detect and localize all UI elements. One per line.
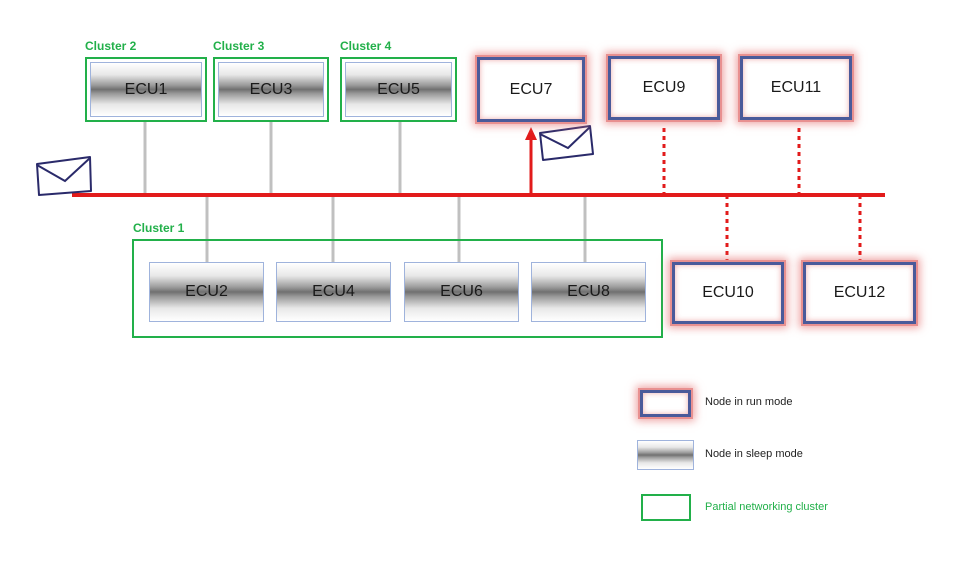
legend-sleep-label: Node in sleep mode <box>705 448 803 460</box>
ecu12-label: ECU12 <box>833 284 886 301</box>
cluster-1-label: Cluster 1 <box>133 221 185 235</box>
ecu11-label: ECU11 <box>770 79 822 96</box>
envelope-icon <box>539 125 594 161</box>
wake-arrow-head <box>525 127 537 140</box>
legend-cluster-swatch <box>641 494 691 521</box>
ecu6-label: ECU6 <box>440 283 483 300</box>
cluster-2-box <box>85 57 207 122</box>
ecu8-node[interactable]: ECU8 <box>531 262 646 322</box>
ecu1-node[interactable]: ECU1 <box>90 62 202 117</box>
ecu5-label: ECU5 <box>377 80 420 98</box>
ecu9-label: ECU9 <box>642 79 686 96</box>
ecu5-node[interactable]: ECU5 <box>345 62 452 117</box>
cluster-4-label: Cluster 4 <box>340 39 392 53</box>
ecu4-label: ECU4 <box>312 283 355 300</box>
cluster-3-label: Cluster 3 <box>213 39 265 53</box>
ecu2-node[interactable]: ECU2 <box>149 262 264 322</box>
ecu9-node[interactable]: ECU9 <box>608 56 720 120</box>
cluster-2-label: Cluster 2 <box>85 39 137 53</box>
ecu1-label: ECU1 <box>124 80 168 98</box>
ecu7-label: ECU7 <box>509 80 553 98</box>
legend-cluster-label: Partial networking cluster <box>705 501 828 513</box>
ecu7-node[interactable]: ECU7 <box>477 57 585 122</box>
legend-sleep-swatch <box>637 440 694 470</box>
ecu2-label: ECU2 <box>185 283 228 300</box>
cluster-3-box <box>213 57 329 122</box>
ecu10-label: ECU10 <box>702 284 754 301</box>
ecu3-label: ECU3 <box>249 80 293 98</box>
cluster-1-box <box>132 239 663 338</box>
ecu4-node[interactable]: ECU4 <box>276 262 391 322</box>
ecu6-node[interactable]: ECU6 <box>404 262 519 322</box>
ecu3-node[interactable]: ECU3 <box>218 62 324 117</box>
ecu12-node[interactable]: ECU12 <box>803 262 916 324</box>
legend-run-label: Node in run mode <box>705 396 793 408</box>
ecu11-node[interactable]: ECU11 <box>740 56 852 120</box>
legend-run-swatch <box>640 390 691 417</box>
ecu10-node[interactable]: ECU10 <box>672 262 784 324</box>
envelope-icon <box>36 156 92 196</box>
ecu8-label: ECU8 <box>567 283 610 300</box>
cluster-4-box <box>340 57 457 122</box>
